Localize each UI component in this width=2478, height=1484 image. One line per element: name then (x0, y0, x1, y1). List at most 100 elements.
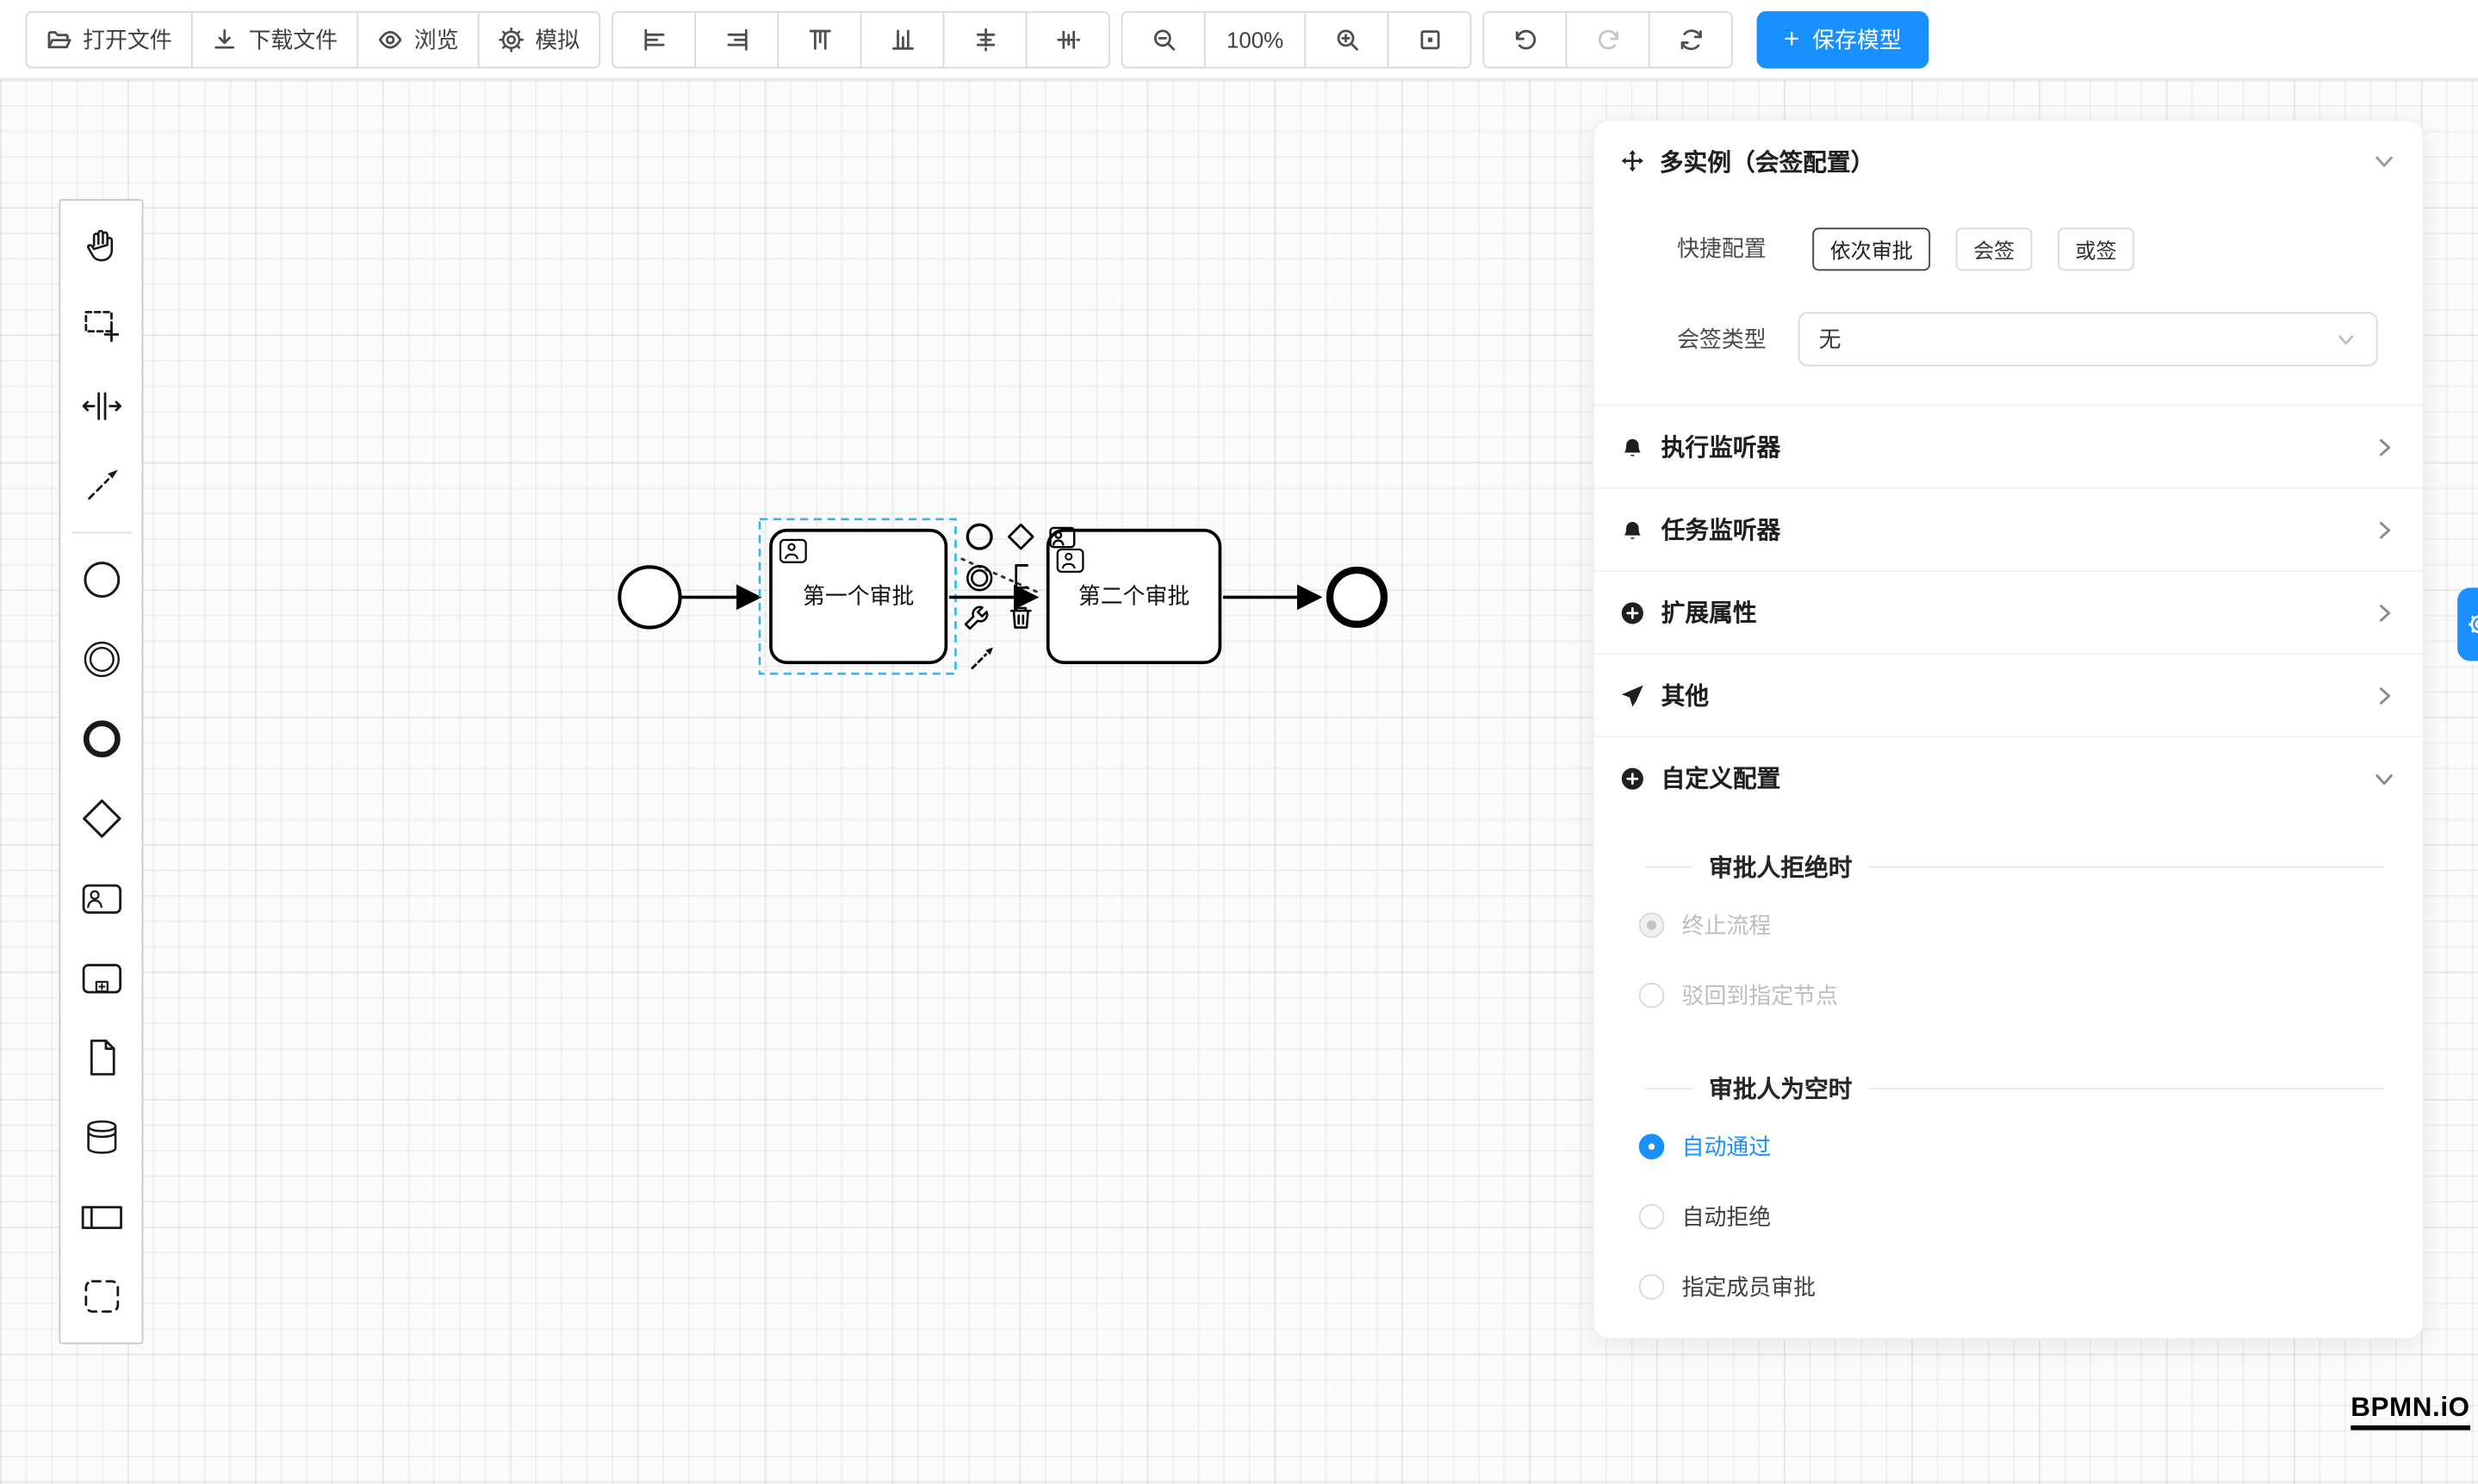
section-execution-listener[interactable]: 执行监听器 (1593, 404, 2423, 487)
align-left-button[interactable] (612, 10, 697, 68)
simulate-label: 模拟 (535, 26, 581, 53)
section-task-listener[interactable]: 任务监听器 (1593, 487, 2423, 570)
global-connect-tool[interactable] (61, 446, 140, 525)
radio-auto-reject[interactable]: 自动拒绝 (1594, 1182, 2423, 1251)
simulate-button[interactable]: 模拟 (477, 10, 601, 68)
section-label: 扩展属性 (1661, 600, 1757, 628)
end-event[interactable] (1326, 566, 1388, 629)
lasso-tool[interactable] (61, 287, 140, 366)
align-middle-vertical-button[interactable] (1025, 10, 1110, 68)
user-task-icon (779, 538, 807, 563)
wrench-icon (964, 605, 989, 630)
radio-icon (1638, 1133, 1665, 1160)
palette-separator (71, 531, 132, 534)
radio-auto-pass[interactable]: 自动通过 (1594, 1112, 2423, 1182)
download-file-label: 下载文件 (248, 26, 338, 53)
gear-icon (499, 26, 524, 52)
append-text-annotation-button[interactable] (1007, 559, 1042, 594)
section-extended-properties[interactable]: 扩展属性 (1593, 569, 2423, 653)
task-second-approval[interactable]: 第二个审批 (1046, 528, 1222, 665)
bpmn-io-logo[interactable]: BPMN.iO (2351, 1392, 2470, 1431)
zoom-in-icon (1336, 28, 1357, 50)
custom-config-body: 审批人拒绝时 终止流程 驳回到指定节点 审批人为空时 自动通过 (1594, 850, 2423, 1321)
zoom-level-display[interactable]: 100% (1203, 10, 1307, 68)
preview-button[interactable]: 浏览 (357, 10, 480, 68)
task1-label: 第一个审批 (803, 584, 914, 609)
create-start-event[interactable] (61, 540, 140, 619)
refresh-icon (1680, 28, 1701, 50)
data-store-icon (86, 1120, 116, 1154)
task-first-approval[interactable]: 第一个审批 (769, 528, 948, 665)
radio-label: 自动通过 (1681, 1133, 1772, 1160)
create-end-event[interactable] (61, 699, 140, 779)
create-gateway[interactable] (61, 779, 140, 858)
empty-group-title: 审批人为空时 (1645, 1071, 2385, 1105)
append-end-event-button[interactable] (962, 519, 997, 555)
reset-button[interactable] (1648, 10, 1733, 68)
radio-icon (1638, 1274, 1665, 1300)
panel-title: 多实例（会签配置） (1659, 148, 1875, 177)
create-subprocess[interactable] (61, 938, 140, 1017)
quick-option-sequential[interactable]: 依次审批 (1812, 227, 1931, 270)
append-user-task-button[interactable] (1045, 519, 1080, 555)
intermediate-event-icon (83, 641, 120, 678)
align-bottom-button[interactable] (860, 10, 945, 68)
append-gateway-button[interactable] (1003, 519, 1039, 555)
sign-type-select[interactable]: 无 (1798, 312, 2378, 367)
align-center-horizontal-button[interactable] (942, 10, 1028, 68)
append-intermediate-event-button[interactable] (962, 561, 997, 596)
create-user-task[interactable] (61, 859, 140, 938)
section-label: 其他 (1661, 683, 1710, 711)
space-tool[interactable] (61, 366, 140, 445)
radio-label: 指定成员审批 (1681, 1274, 1816, 1300)
quick-config-row: 快捷配置 依次审批 会签 或签 (1594, 214, 2423, 283)
zoom-in-button[interactable] (1304, 10, 1389, 68)
zoom-out-button[interactable] (1121, 10, 1206, 68)
connect-button[interactable] (966, 640, 1001, 675)
undo-button[interactable] (1482, 10, 1568, 68)
change-type-button[interactable] (959, 600, 994, 636)
folder-icon (47, 30, 71, 48)
radio-terminate-process[interactable]: 终止流程 (1594, 891, 2423, 960)
section-custom-config[interactable]: 自定义配置 (1593, 736, 2423, 818)
settings-tab[interactable] (2457, 587, 2478, 661)
chevron-right-icon (2379, 521, 2391, 538)
radio-label: 驳回到指定节点 (1681, 982, 1838, 1009)
section-other[interactable]: 其他 (1593, 653, 2423, 736)
bell-icon (1624, 521, 1641, 538)
chevron-right-icon (2379, 686, 2391, 704)
save-model-label: 保存模型 (1812, 26, 1902, 53)
create-data-store[interactable] (61, 1097, 140, 1177)
panel-header[interactable]: 多实例（会签配置） (1594, 121, 2423, 201)
delete-button[interactable] (1003, 600, 1039, 636)
download-file-button[interactable]: 下载文件 (190, 10, 359, 68)
quick-option-orsign[interactable]: 或签 (2058, 227, 2134, 270)
undo-icon (1514, 28, 1536, 49)
create-file-task[interactable] (61, 1018, 140, 1097)
align-right-icon (726, 28, 747, 50)
quick-option-countersign[interactable]: 会签 (1955, 227, 2033, 270)
radio-assign-member[interactable]: 指定成员审批 (1594, 1251, 2423, 1321)
zoom-out-icon (1153, 28, 1175, 50)
save-model-button[interactable]: + 保存模型 (1756, 10, 1929, 68)
redo-icon (1598, 28, 1618, 49)
open-file-button[interactable]: 打开文件 (25, 10, 193, 68)
create-intermediate-event[interactable] (61, 619, 140, 699)
start-event[interactable] (618, 565, 682, 630)
redo-button[interactable] (1565, 10, 1650, 68)
plus-icon: + (1783, 23, 1800, 54)
create-participant[interactable] (61, 1177, 140, 1256)
diamond-icon (1008, 523, 1034, 550)
connect-arrow-icon (87, 469, 117, 500)
align-top-button[interactable] (777, 10, 862, 68)
end-event-icon (82, 720, 120, 758)
gateway-icon (82, 799, 121, 838)
create-group[interactable] (61, 1257, 140, 1336)
history-button-group (1482, 10, 1733, 68)
hand-tool[interactable] (61, 207, 140, 286)
radio-return-to-node[interactable]: 驳回到指定节点 (1594, 960, 2423, 1030)
align-right-button[interactable] (694, 10, 779, 68)
reject-group-title: 审批人拒绝时 (1645, 850, 2385, 884)
fit-viewport-button[interactable] (1387, 10, 1472, 68)
